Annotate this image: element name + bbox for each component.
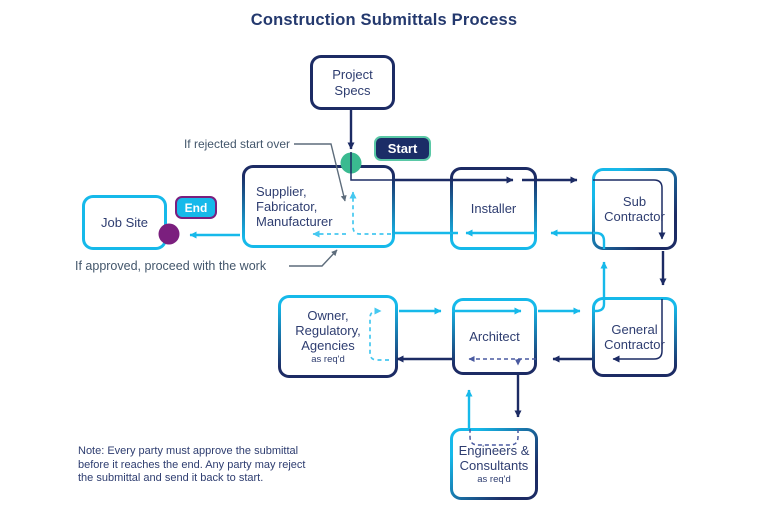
note-text: Note: Every party must approve the submi… bbox=[78, 445, 306, 485]
node-supplier-body: Supplier, Fabricator, Manufacturer bbox=[245, 168, 392, 245]
node-engineers-consultants: Engineers & Consultants as req'd bbox=[450, 428, 538, 500]
callout-approved-line bbox=[289, 249, 338, 267]
internal-engineers-uturn bbox=[469, 429, 519, 446]
approved-callout-label: If approved, proceed with the work bbox=[75, 259, 267, 273]
callout-rejected-line bbox=[294, 143, 347, 202]
node-job-site: Job Site bbox=[82, 195, 167, 250]
node-general-contractor-body: General Contractor bbox=[595, 300, 674, 374]
cyan-dashed-lines bbox=[312, 191, 391, 361]
node-owner-body: Owner, Regulatory, Agencies as req'd bbox=[281, 298, 395, 375]
rejected-callout-label: If rejected start over bbox=[183, 137, 290, 151]
node-job-site-label: Job Site bbox=[101, 214, 148, 230]
end-badge-label: End bbox=[184, 200, 208, 215]
node-general-contractor: General Contractor bbox=[592, 297, 677, 377]
connector-generalcontractor-to-subcontractor bbox=[593, 261, 608, 313]
start-badge: Start bbox=[374, 136, 431, 161]
node-architect-label: Architect bbox=[469, 328, 520, 344]
node-project-specs-label: Project Specs bbox=[332, 67, 373, 98]
node-engineers-label: Engineers & Consultants bbox=[458, 442, 530, 473]
node-project-specs: Project Specs bbox=[310, 55, 395, 110]
node-architect: Architect bbox=[452, 298, 537, 375]
node-installer-label: Installer bbox=[470, 200, 517, 216]
node-project-specs-body: Project Specs bbox=[313, 58, 392, 107]
internal-supplier-route bbox=[350, 152, 394, 181]
node-engineers-sublabel: as req'd bbox=[477, 474, 511, 486]
internal-subcontractor-route bbox=[593, 179, 666, 240]
node-job-site-body: Job Site bbox=[85, 198, 164, 247]
end-node-dot bbox=[158, 223, 180, 245]
page-title: Construction Submittals Process bbox=[250, 11, 518, 29]
slate-dashed-lines bbox=[468, 356, 536, 446]
node-engineers-body: Engineers & Consultants as req'd bbox=[453, 431, 535, 497]
callout-lines bbox=[289, 143, 347, 267]
navy-internal-lines bbox=[350, 152, 666, 363]
start-badge-label: Start bbox=[387, 141, 418, 156]
internal-owner-uturn bbox=[369, 307, 389, 361]
internal-generalcontractor-route bbox=[612, 299, 663, 363]
node-owner-label: Owner, Regulatory, Agencies bbox=[295, 307, 361, 354]
node-owner-regulatory-agencies: Owner, Regulatory, Agencies as req'd bbox=[278, 295, 398, 378]
node-general-contractor-label: General Contractor bbox=[604, 321, 665, 352]
end-badge: End bbox=[175, 196, 217, 219]
node-sub-contractor-label: Sub Contractor bbox=[604, 193, 665, 224]
node-supplier-label: Supplier, Fabricator, Manufacturer bbox=[256, 183, 333, 230]
cyan-return-lines bbox=[189, 229, 608, 428]
internal-supplier-restart-loop bbox=[349, 191, 391, 235]
internal-subcontractor-curve bbox=[593, 231, 606, 249]
node-owner-sublabel: as req'd bbox=[311, 354, 345, 366]
navy-forward-lines bbox=[347, 110, 667, 418]
